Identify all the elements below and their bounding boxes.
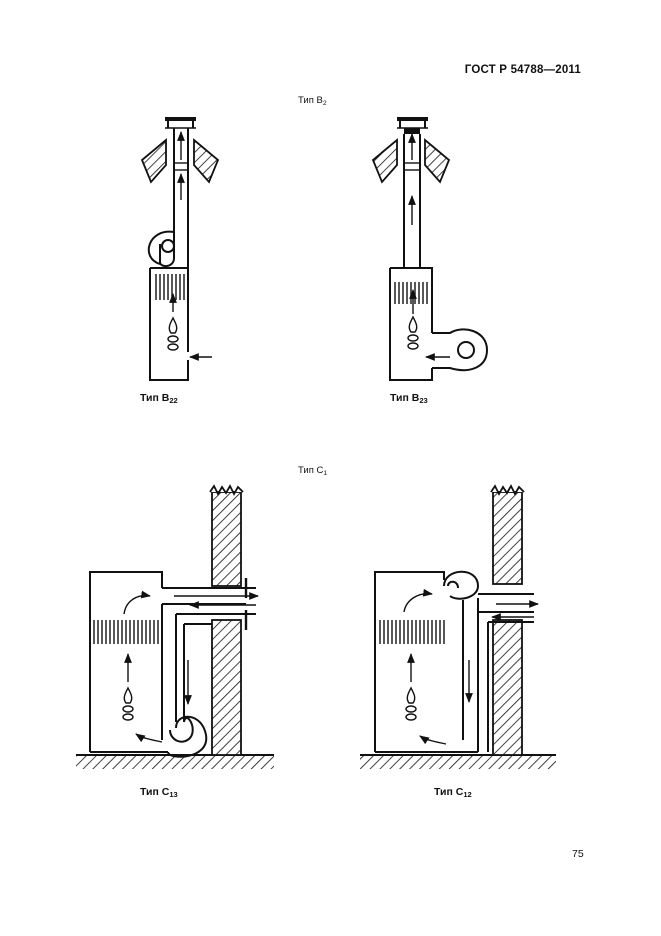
section-title-text: Тип В	[298, 95, 323, 106]
caption-type-c12: Тип С12	[434, 786, 472, 799]
flow-arrow-curved	[403, 588, 433, 613]
appliance-casing	[149, 267, 189, 381]
section-title-type-c1: Тип С1	[298, 465, 327, 477]
roof-cowl-right	[193, 138, 220, 184]
caption-text: Тип В	[140, 392, 170, 404]
section-title-text: Тип С	[298, 465, 324, 476]
heat-exchanger-fins	[93, 620, 159, 644]
caption-subscript: 22	[169, 396, 178, 406]
section-title-subscript: 2	[322, 99, 327, 107]
diagram-type-c13	[76, 484, 274, 769]
flow-arrow-curved	[123, 590, 151, 615]
flow-arrow-curved	[419, 735, 447, 745]
floor-hatched	[360, 755, 556, 769]
caption-text: Тип С	[140, 786, 170, 798]
fan-blower	[432, 328, 489, 372]
coaxial-flue-duct	[161, 578, 256, 740]
roof-cowl-right	[424, 138, 451, 184]
heat-exchanger-fins	[379, 620, 445, 644]
wall-lower	[211, 619, 242, 756]
caption-text: Тип В	[390, 392, 420, 404]
roof-cowl-left	[140, 138, 167, 184]
caption-type-c13: Тип С13	[140, 786, 178, 799]
appliance-casing	[374, 571, 478, 753]
diagram-type-b22	[140, 117, 220, 381]
appliance-casing	[389, 267, 433, 381]
flue-pipe	[173, 128, 189, 232]
caption-text: Тип С	[434, 786, 464, 798]
return-bend-loop	[167, 715, 208, 758]
burner-flame-icon	[405, 686, 417, 721]
burner-flame-icon	[122, 686, 134, 721]
floor-hatched	[76, 755, 274, 769]
caption-subscript: 23	[419, 396, 428, 406]
caption-subscript: 13	[169, 790, 178, 800]
wall-lower	[492, 619, 523, 756]
section-title-subscript: 1	[323, 469, 328, 477]
flow-arrow-curved	[135, 733, 163, 743]
flue-pipe	[403, 128, 421, 268]
section-title-type-b2: Тип В2	[298, 95, 327, 107]
heat-exchanger-fins	[394, 282, 428, 304]
caption-type-b23: Тип В23	[390, 392, 428, 405]
flue-terminal-cap	[165, 117, 196, 129]
document-code: ГОСТ Р 54788—2011	[464, 64, 581, 76]
caption-type-b22: Тип В22	[140, 392, 178, 405]
appliance-casing	[89, 571, 168, 753]
page-number: 75	[572, 848, 584, 860]
diagram-type-b23	[371, 117, 489, 381]
wall-upper	[209, 484, 244, 587]
burner-flame-icon	[167, 316, 179, 351]
burner-flame-icon	[407, 315, 419, 350]
heat-exchanger-fins	[155, 274, 185, 300]
roof-cowl-left	[371, 138, 398, 184]
caption-subscript: 12	[463, 790, 472, 800]
wall-upper	[490, 484, 525, 585]
draught-diverter-loop	[147, 230, 189, 268]
return-bend-loop	[443, 570, 480, 600]
flue-terminal-cap	[397, 117, 428, 129]
diagram-type-c12	[360, 484, 556, 769]
coaxial-flue-duct	[462, 593, 534, 752]
